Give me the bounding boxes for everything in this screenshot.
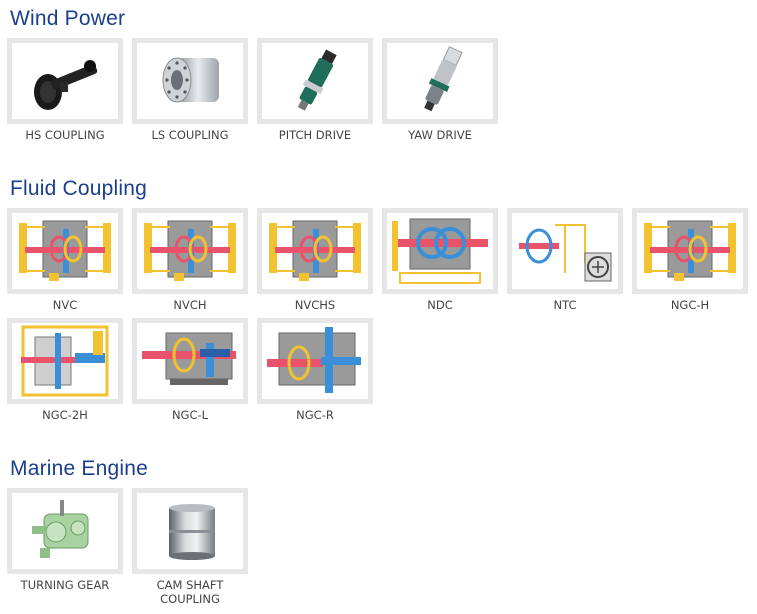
product-image-frame[interactable] [132,318,248,404]
product-ngc-r[interactable]: NGC-R [257,318,373,422]
product-ndc[interactable]: NDC [382,208,498,312]
product-label[interactable]: LS COUPLING [151,128,229,142]
product-image-frame[interactable] [7,208,123,294]
product-turning-gear[interactable]: TURNING GEAR [7,488,123,592]
ngc-2h-diagram-icon [21,325,109,397]
product-label[interactable]: YAW DRIVE [408,128,472,142]
product-label[interactable]: NGC-R [296,408,334,422]
product-image-frame[interactable] [7,38,123,124]
ngc-l-diagram-icon [142,332,236,385]
nvch-diagram-icon [140,213,240,289]
ndc-diagram-icon [392,218,488,284]
nvc-diagram-icon [15,213,115,289]
product-label[interactable]: NTC [553,298,577,312]
product-image-frame[interactable] [507,208,623,294]
section-title-fluid-coupling: Fluid Coupling [10,177,148,200]
ngc-h-diagram-icon [640,213,740,289]
nvchs-diagram-icon [265,213,365,289]
product-image-frame[interactable] [132,38,248,124]
product-image-frame[interactable] [257,208,373,294]
product-image-frame[interactable] [132,488,248,574]
product-label[interactable]: CAM SHAFT COUPLING [156,578,224,606]
pitch-drive-icon [297,49,337,111]
product-image-frame[interactable] [632,208,748,294]
product-ntc[interactable]: NTC [507,208,623,312]
product-image-frame[interactable] [7,488,123,574]
section-title-wind-power: Wind Power [10,7,126,30]
product-image-frame[interactable] [382,38,498,124]
product-pitch-drive[interactable]: PITCH DRIVE [257,38,373,142]
product-label[interactable]: NGC-2H [42,408,88,422]
product-image-frame[interactable] [132,208,248,294]
ntc-diagram-icon [519,224,612,282]
yaw-drive-icon [424,46,463,112]
product-image-frame[interactable] [382,208,498,294]
product-label[interactable]: NDC [427,298,453,312]
product-ngc-h[interactable]: NGC-H [632,208,748,312]
product-label[interactable]: NVC [52,298,78,312]
section-title-marine-engine: Marine Engine [10,457,149,480]
product-image-frame[interactable] [257,38,373,124]
hs-coupling-icon [34,60,98,110]
product-label[interactable]: NVCH [173,298,207,312]
product-label[interactable]: TURNING GEAR [20,578,110,592]
product-label[interactable]: NGC-H [670,298,710,312]
turning-gear-icon [32,500,89,558]
product-label[interactable]: PITCH DRIVE [278,128,352,142]
product-nvch[interactable]: NVCH [132,208,248,312]
product-label[interactable]: HS COUPLING [25,128,105,142]
cam-shaft-coupling-icon [169,504,215,560]
product-ngc-l[interactable]: NGC-L [132,318,248,422]
product-image-frame[interactable] [257,318,373,404]
product-ls-coupling[interactable]: LS COUPLING [132,38,248,142]
product-yaw-drive[interactable]: YAW DRIVE [382,38,498,142]
product-nvchs[interactable]: NVCHS [257,208,373,312]
product-image-frame[interactable] [7,318,123,404]
product-label[interactable]: NGC-L [171,408,209,422]
ngc-r-diagram-icon [267,327,361,393]
product-nvc[interactable]: NVC [7,208,123,312]
product-ngc-2h[interactable]: NGC-2H [7,318,123,422]
product-hs-coupling[interactable]: HS COUPLING [7,38,123,142]
product-label[interactable]: NVCHS [294,298,336,312]
product-cam-shaft-coupling[interactable]: CAM SHAFT COUPLING [132,488,248,606]
ls-coupling-icon [162,57,219,103]
